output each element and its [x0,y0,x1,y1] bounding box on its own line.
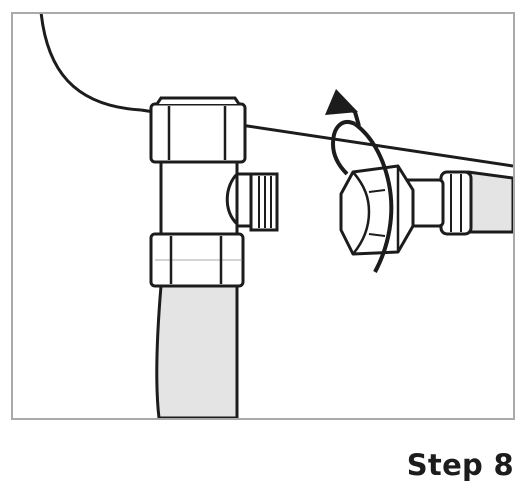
threaded-outlet [249,172,279,232]
top-compression-nut [149,96,247,164]
t-valve-body [159,152,261,236]
step-label: Step 8 [406,448,514,482]
sink-basin-outline [39,14,142,112]
vertical-supply-hose [155,284,239,418]
lower-hex-nut [149,232,245,288]
supply-hose-right [466,170,513,234]
valve-hose-illustration [39,14,513,418]
hose-hex-nut [339,164,415,256]
hose-ferrule [439,170,473,236]
illustration-frame [11,12,515,420]
rotate-clockwise-arrow-icon [325,89,394,273]
